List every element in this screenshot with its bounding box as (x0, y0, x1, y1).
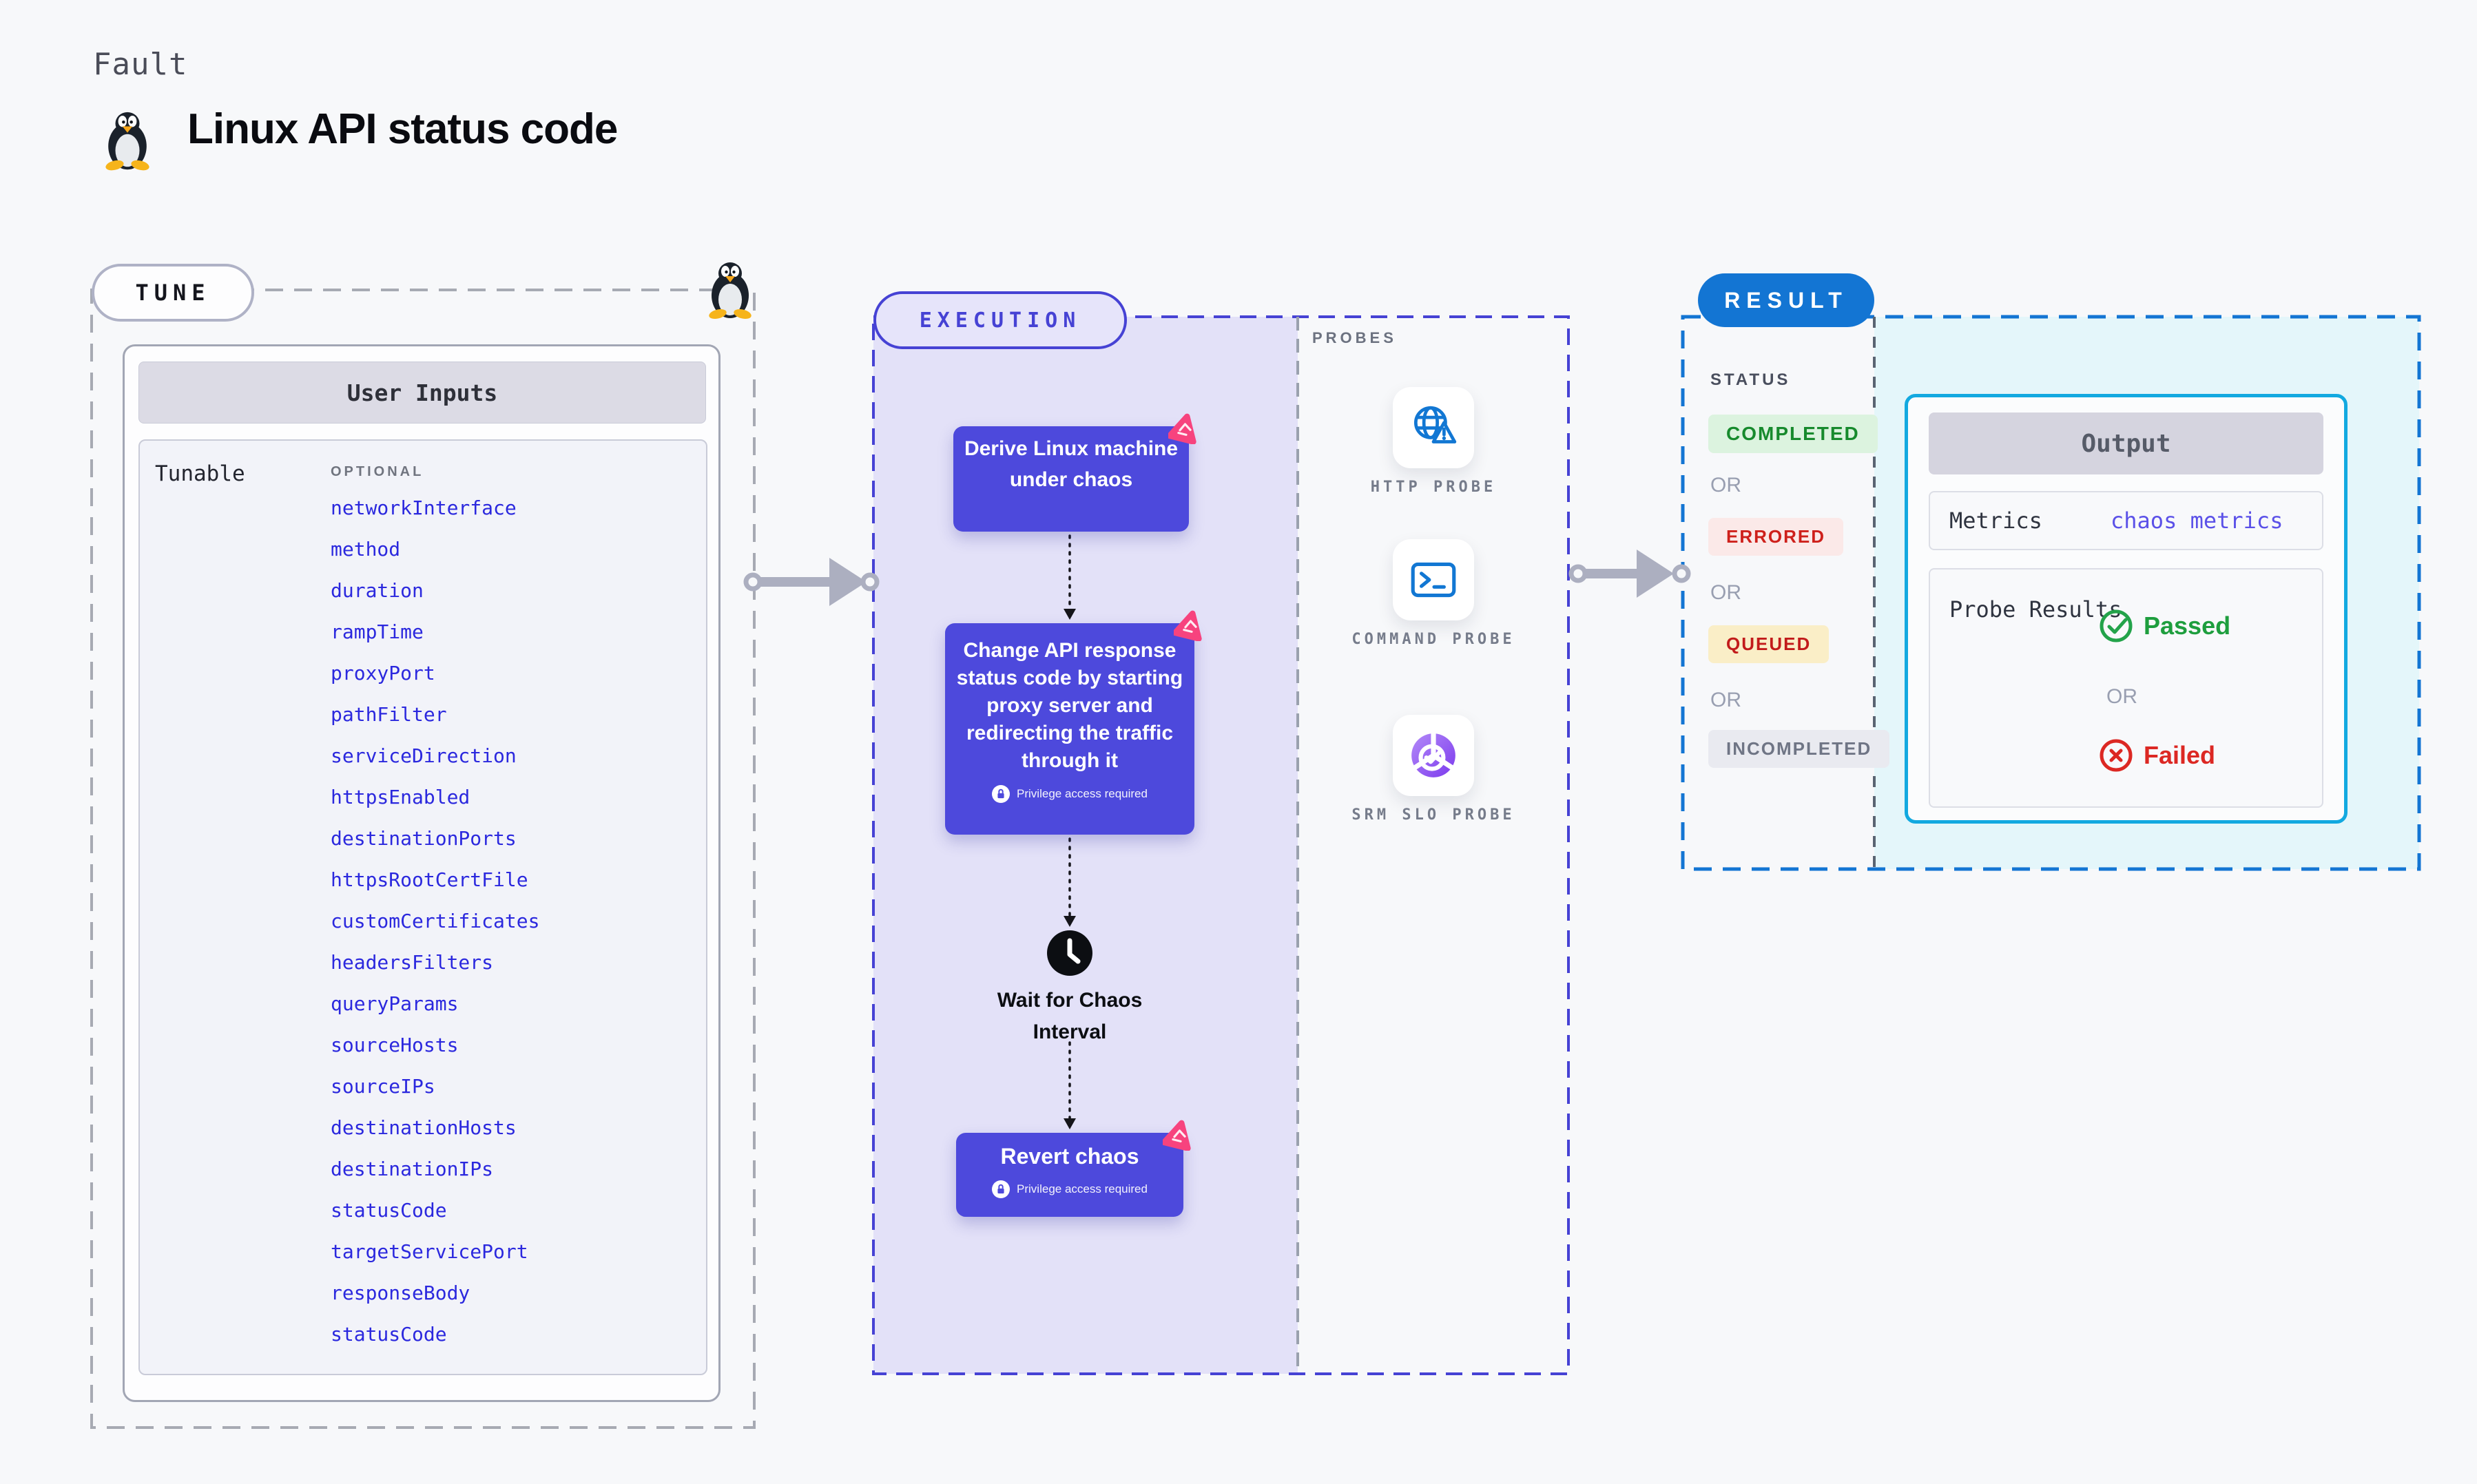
or-label: OR (1710, 474, 1741, 497)
chaos-litmus-icon (1174, 610, 1202, 641)
tunable-item: sourceHosts (331, 1034, 459, 1056)
output-card-header: Output (1929, 412, 2323, 474)
step-change-label: Change API response status code by start… (956, 639, 1183, 772)
execution-pill-label: EXECUTION (919, 308, 1081, 333)
tunable-item: statusCode (331, 1323, 447, 1346)
step-derive-label: Derive Linux machine under chaos (964, 437, 1179, 491)
privilege-note: Privilege access required (1017, 787, 1148, 800)
probe-failed-row: Failed (2098, 738, 2215, 773)
http-probe-card (1393, 387, 1474, 468)
tunable-item: destinationIPs (331, 1158, 494, 1180)
privilege-note: Privilege access required (1017, 1182, 1148, 1195)
metrics-row: Metrics chaos metrics (1929, 491, 2323, 550)
tunable-item: rampTime (331, 620, 424, 643)
globe-warning-icon (1413, 406, 1457, 443)
execution-to-result-arrow (1568, 550, 1691, 598)
terminal-icon (1411, 562, 1456, 598)
tune-to-execution-arrow (743, 558, 880, 606)
tunable-item: serviceDirection (331, 744, 517, 767)
linux-penguin-icon (105, 112, 149, 171)
command-probe-card (1393, 539, 1474, 620)
step-change-status-code: Change API response status code by start… (945, 610, 1202, 835)
or-label: OR (2106, 685, 2137, 708)
metrics-value-link: chaos metrics (2111, 508, 2283, 534)
tune-section-pill: TUNE (92, 264, 254, 322)
lock-icon (992, 1180, 1011, 1198)
tunable-item: duration (331, 579, 424, 602)
tunable-column-label: Tunable (155, 461, 245, 486)
tunable-item: httpsRootCertFile (331, 868, 528, 891)
step-revert-chaos: Revert chaos Privilege access required (956, 1120, 1191, 1217)
probe-results-row: Probe Results Passed OR Failed (1929, 568, 2323, 808)
tunable-item: proxyPort (331, 662, 435, 684)
status-badge-completed: COMPLETED (1708, 415, 1878, 453)
probes-section-label: PROBES (1312, 329, 1397, 346)
status-badge-incompleted: INCOMPLETED (1708, 730, 1890, 768)
x-circle-icon (2100, 739, 2133, 772)
optional-column-label: OPTIONAL (331, 464, 424, 479)
wait-clock-icon (1047, 930, 1092, 976)
tunable-item: statusCode (331, 1199, 447, 1222)
step-derive-machine: Derive Linux machine under chaos (953, 413, 1196, 532)
http-probe-label: HTTP PROBE (1370, 479, 1497, 496)
page-kicker: Fault (93, 47, 188, 82)
lock-icon (992, 785, 1011, 803)
execution-section-pill: EXECUTION (873, 291, 1127, 349)
wait-for-chaos-label: Wait for Chaos Interval (997, 989, 1143, 1043)
failed-label: Failed (2144, 741, 2216, 769)
tunable-item: customCertificates (331, 910, 540, 932)
tunables-list: networkInterface method duration rampTime pr… (331, 499, 539, 1366)
tune-dashed-border (90, 289, 756, 1429)
tunable-item: networkInterface (331, 497, 517, 519)
passed-label: Passed (2144, 612, 2231, 640)
or-label: OR (1710, 689, 1741, 711)
tunable-item: httpsEnabled (331, 786, 470, 808)
tunables-panel: Tunable OPTIONAL networkInterface method d… (138, 439, 707, 1375)
tunable-item: queryParams (331, 992, 459, 1015)
tune-pill-label: TUNE (135, 280, 211, 306)
page-title: Linux API status code (187, 105, 618, 153)
probe-passed-row: Passed (2098, 608, 2230, 644)
status-badge-queued: QUEUED (1708, 625, 1830, 663)
step-revert-label: Revert chaos (1000, 1144, 1139, 1169)
status-badge-errored: ERRORED (1708, 518, 1844, 556)
srm-slo-probe-label: SRM SLO PROBE (1351, 806, 1515, 824)
check-circle-icon (2100, 609, 2133, 642)
tunable-item: headersFilters (331, 951, 494, 974)
tunable-item: destinationHosts (331, 1116, 517, 1139)
chaos-litmus-icon (1168, 413, 1196, 444)
tunable-item: sourceIPs (331, 1075, 435, 1098)
tunable-item: responseBody (331, 1282, 470, 1304)
srm-slo-probe-card (1393, 715, 1474, 796)
probe-results-label: Probe Results (1949, 596, 2122, 623)
output-card: Output Metrics chaos metrics Probe Resul… (1905, 394, 2348, 824)
privilege-note-row: Privilege access required (956, 1175, 1183, 1203)
status-column-label: STATUS (1710, 370, 1791, 389)
tunable-item: targetServicePort (331, 1240, 528, 1263)
tunable-item: pathFilter (331, 703, 447, 726)
result-dashed-border (1681, 315, 2421, 871)
result-pill-label: RESULT (1724, 287, 1848, 313)
chaos-litmus-icon (1163, 1120, 1191, 1151)
metrics-label: Metrics (1949, 508, 2042, 534)
command-probe-label: COMMAND PROBE (1351, 631, 1515, 648)
privilege-note-row: Privilege access required (955, 780, 1185, 808)
user-inputs-card: User Inputs Tunable OPTIONAL networkInte… (123, 344, 721, 1402)
or-label: OR (1710, 581, 1741, 604)
slo-pie-check-icon (1411, 732, 1455, 777)
result-section-pill: RESULT (1698, 273, 1874, 327)
execution-dashed-border (872, 315, 1570, 1375)
tunable-item: destinationPorts (331, 827, 517, 850)
user-inputs-header: User Inputs (138, 362, 706, 424)
tunable-item: method (331, 538, 401, 561)
flow-arrowheads (1064, 609, 1076, 1129)
linux-penguin-icon (709, 262, 752, 320)
